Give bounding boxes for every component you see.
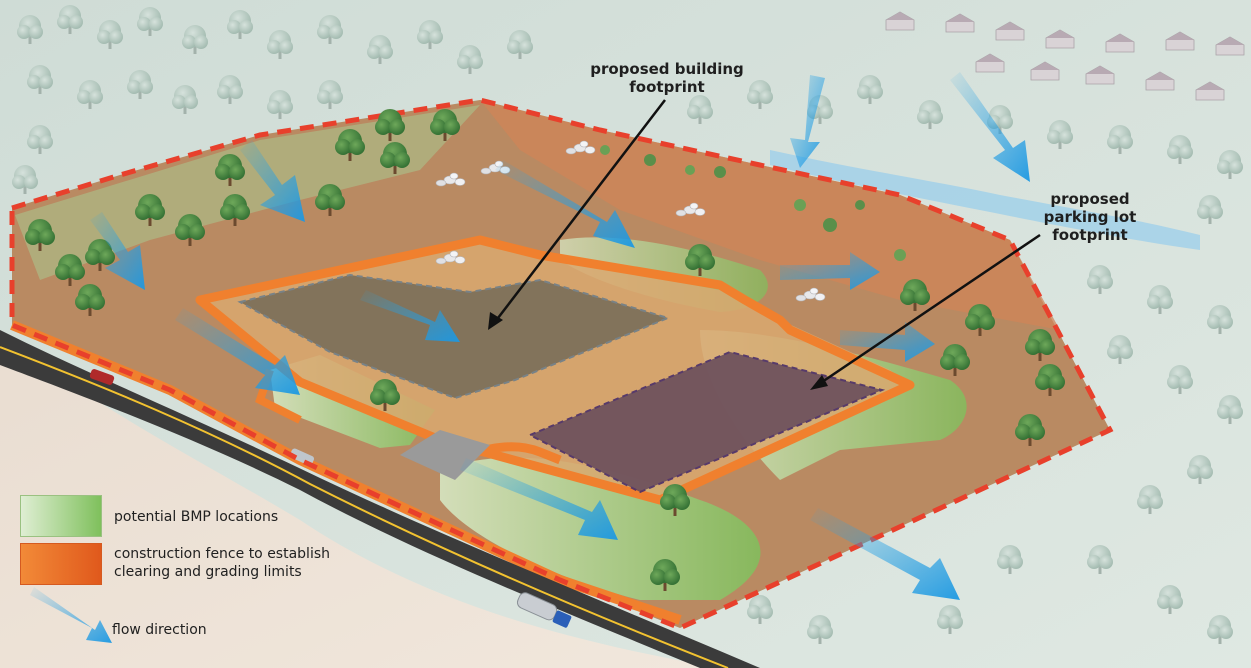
parking-lot-footprint [527,350,886,494]
flow-swatch [20,588,100,648]
parking-footprint-callout: proposed parking lot footprint [1030,190,1150,244]
arrow-icon [460,458,618,540]
legend-item-flow: flow direction [20,588,207,648]
legend-label-line: construction fence to establish [114,546,331,562]
arrow-icon [810,508,960,600]
legend-label-line: clearing and grading limits [114,564,302,580]
callout-text: footprint [629,78,705,96]
stream [770,150,1200,250]
arrow-icon [780,252,880,290]
legend-label: potential BMP locations [114,509,279,525]
car-icon [89,369,115,385]
legend-item-fence: construction fence to establish clearing… [20,543,330,585]
bmp-swatch [20,495,102,537]
arrow-icon [360,290,460,342]
flow-arrows [90,72,1030,600]
callout-text: proposed building [590,60,744,78]
arrow-icon [790,75,825,168]
construction-fence-inner [195,235,915,505]
arrow-icon [840,322,935,362]
callout-arrows [488,99,1041,390]
arrow-icon [240,140,305,222]
fence-swatch [20,543,102,585]
cleared-slope [480,100,1060,330]
flow-legend-arrow-icon [30,587,112,643]
arrow-icon [495,160,635,248]
shrub-icon [600,145,906,261]
legend-label: flow direction [112,622,207,638]
callout-text: footprint [1052,226,1128,244]
legend-item-bmp: potential BMP locations [20,495,278,537]
lower-left-field [0,330,720,668]
callout-text: parking lot [1043,208,1137,226]
road-centerline [0,346,729,668]
arrow-icon [950,72,1030,182]
legend-label: construction fence to establish clearing… [114,545,330,581]
arrow-icon [90,212,145,290]
callout-text: proposed [1050,190,1130,208]
building-footprint-callout: proposed building footprint [572,60,762,96]
arrow-icon [175,308,300,395]
truck-icon [516,592,572,628]
site-boundary [9,97,1114,631]
